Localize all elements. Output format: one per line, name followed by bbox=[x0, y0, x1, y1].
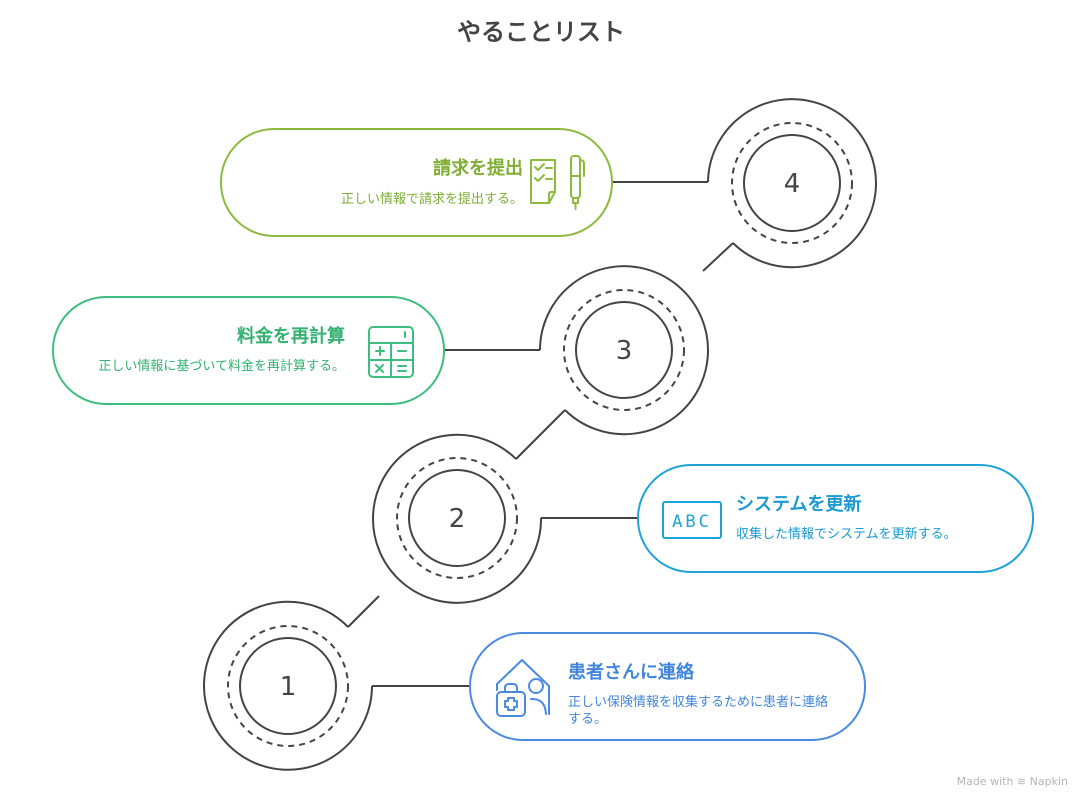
step-2-dashed-ring bbox=[396, 457, 518, 579]
step-1-inner-circle bbox=[239, 637, 337, 735]
link-1-2 bbox=[347, 595, 380, 628]
step-3-number: 3 bbox=[616, 336, 633, 366]
step-4-heading: 請求を提出 bbox=[433, 158, 523, 179]
step-4-number: 4 bbox=[784, 169, 801, 199]
step-2-description: 収集した情報でシステムを更新する。 bbox=[736, 527, 957, 542]
abc-screen-icon: ABC bbox=[662, 501, 722, 539]
napkin-logo-icon: ≋ bbox=[1016, 775, 1027, 788]
step-4-outer-arc bbox=[707, 98, 877, 269]
step-2-inner-circle bbox=[408, 469, 506, 567]
link-2-3 bbox=[515, 409, 566, 460]
step-3-card: 料金を再計算 正しい情報に基づいて料金を再計算する。 bbox=[52, 296, 445, 405]
footer-label: Made with bbox=[956, 775, 1014, 788]
step-1-heading: 患者さんに連絡 bbox=[568, 662, 694, 683]
calculator-icon bbox=[368, 326, 414, 378]
step-4-dashed-ring bbox=[731, 122, 853, 244]
step-2-heading: システムを更新 bbox=[736, 494, 862, 515]
step-2-outer-arc bbox=[372, 433, 543, 604]
made-with-napkin-badge[interactable]: Made with ≋ Napkin bbox=[957, 775, 1068, 788]
step-1-description: 正しい保険情報を収集するために患者に連絡する。 bbox=[568, 695, 829, 727]
step-1-number: 1 bbox=[280, 672, 297, 702]
step-1-card: 患者さんに連絡 正しい保険情報を収集するために患者に連絡する。 bbox=[469, 632, 866, 741]
abc-label: ABC bbox=[672, 512, 712, 532]
step-3-heading: 料金を再計算 bbox=[237, 326, 345, 347]
step-3-dashed-ring bbox=[563, 289, 685, 411]
step-1-node bbox=[203, 600, 469, 771]
step-4-node bbox=[612, 98, 877, 272]
diagram-title: やることリスト bbox=[457, 18, 625, 46]
step-4-card: 請求を提出 正しい情報で請求を提出する。 bbox=[220, 128, 613, 237]
step-2-card: ABC システムを更新 収集した情報でシステムを更新する。 bbox=[637, 464, 1034, 573]
link-3-4 bbox=[702, 242, 734, 272]
step-2-number: 2 bbox=[449, 504, 466, 534]
footer-brand: Napkin bbox=[1029, 775, 1068, 788]
house-medical-kit-person-icon bbox=[496, 659, 550, 717]
step-3-inner-circle bbox=[575, 301, 673, 399]
step-3-description: 正しい情報に基づいて料金を再計算する。 bbox=[98, 359, 345, 374]
step-3-outer-arc bbox=[539, 265, 709, 436]
step-2-node bbox=[347, 433, 637, 628]
step-1-dashed-ring bbox=[227, 625, 349, 747]
checklist-pen-icon bbox=[530, 155, 585, 210]
step-3-node bbox=[444, 265, 709, 460]
step-4-description: 正しい情報で請求を提出する。 bbox=[340, 192, 523, 207]
step-1-outer-arc bbox=[203, 600, 373, 771]
step-4-inner-circle bbox=[743, 134, 841, 232]
